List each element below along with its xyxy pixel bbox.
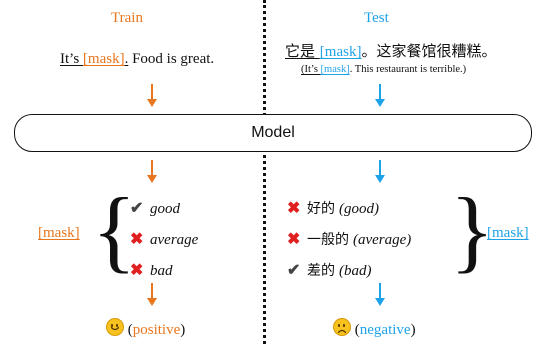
train-arrow-down-icon	[147, 84, 157, 107]
test-result-close: )	[410, 322, 416, 338]
train-sentence-dot: .	[124, 51, 129, 67]
test-translation-rest: . This restaurant is terrible.)	[349, 64, 467, 75]
train-word-list: ✔ good ✖ average ✖ bad	[130, 198, 198, 291]
test-sentence-prefix: 它是	[285, 42, 320, 60]
test-arrow-down-icon	[375, 283, 385, 306]
train-test-divider	[263, 0, 266, 344]
cross-icon: ✖	[130, 231, 144, 248]
test-word-en: (average)	[353, 232, 412, 248]
cross-icon: ✖	[287, 200, 301, 217]
test-word-zh: 差的	[307, 263, 335, 279]
test-result-open: (	[354, 322, 360, 338]
test-right-brace: }	[450, 179, 495, 281]
check-icon: ✔	[130, 200, 144, 217]
test-arrow-down-icon	[375, 160, 385, 183]
test-mask-label: [mask]	[487, 225, 529, 241]
test-arrow-down-icon	[375, 84, 385, 107]
test-word-en: (bad)	[339, 263, 372, 279]
check-icon: ✔	[287, 262, 301, 279]
test-word-zh: 好的	[307, 201, 335, 217]
train-sentence-prefix: It’s	[60, 51, 83, 67]
test-result: (negative)	[333, 318, 416, 339]
train-title: Train	[111, 10, 143, 26]
train-mask-label: [mask]	[38, 225, 80, 241]
train-sentence-rest: Food is great.	[128, 51, 215, 67]
train-word-text: average	[150, 232, 199, 248]
train-sentence: It’s [mask]. Food is great.	[60, 51, 214, 68]
test-translation-mask: [mask]	[320, 64, 350, 75]
test-sentence-mask: [mask]	[319, 44, 362, 60]
test-word-item: ✔ 差的 (bad)	[287, 260, 411, 291]
model-box: Model	[14, 114, 532, 152]
train-word-text: good	[150, 201, 180, 217]
cross-icon: ✖	[287, 231, 301, 248]
test-word-item: ✖ 一般的 (average)	[287, 229, 411, 260]
train-word-item: ✖ bad	[130, 260, 198, 291]
test-sentence: 它是 [mask]。这家餐馆很糟糕。	[285, 40, 496, 61]
test-translation-prefix: (It’s	[301, 64, 321, 75]
frowning-face-icon	[333, 318, 351, 336]
test-word-en: (good)	[339, 201, 379, 217]
test-word-item: ✖ 好的 (good)	[287, 198, 411, 229]
test-word-zh: 一般的	[307, 232, 349, 248]
cross-icon: ✖	[130, 262, 144, 279]
train-sentence-mask: [mask]	[82, 51, 125, 67]
train-left-brace: {	[92, 179, 137, 281]
test-result-word: negative	[359, 322, 411, 338]
train-result-open: (	[127, 322, 133, 338]
train-word-item: ✖ average	[130, 229, 198, 260]
train-arrow-down-icon	[147, 283, 157, 306]
train-word-text: bad	[150, 263, 173, 279]
smiling-face-icon	[106, 318, 124, 336]
train-arrow-down-icon	[147, 160, 157, 183]
test-sentence-rest: 。这家餐馆很糟糕。	[361, 42, 497, 60]
test-title: Test	[364, 10, 389, 26]
train-result: (positive)	[106, 318, 185, 339]
test-word-list: ✖ 好的 (good) ✖ 一般的 (average) ✔ 差的 (bad)	[287, 198, 411, 291]
model-label: Model	[251, 124, 295, 141]
train-word-item: ✔ good	[130, 198, 198, 229]
train-result-close: )	[180, 322, 186, 338]
train-result-word: positive	[132, 322, 181, 338]
test-translation: (It’s [mask]. This restaurant is terribl…	[301, 64, 466, 75]
